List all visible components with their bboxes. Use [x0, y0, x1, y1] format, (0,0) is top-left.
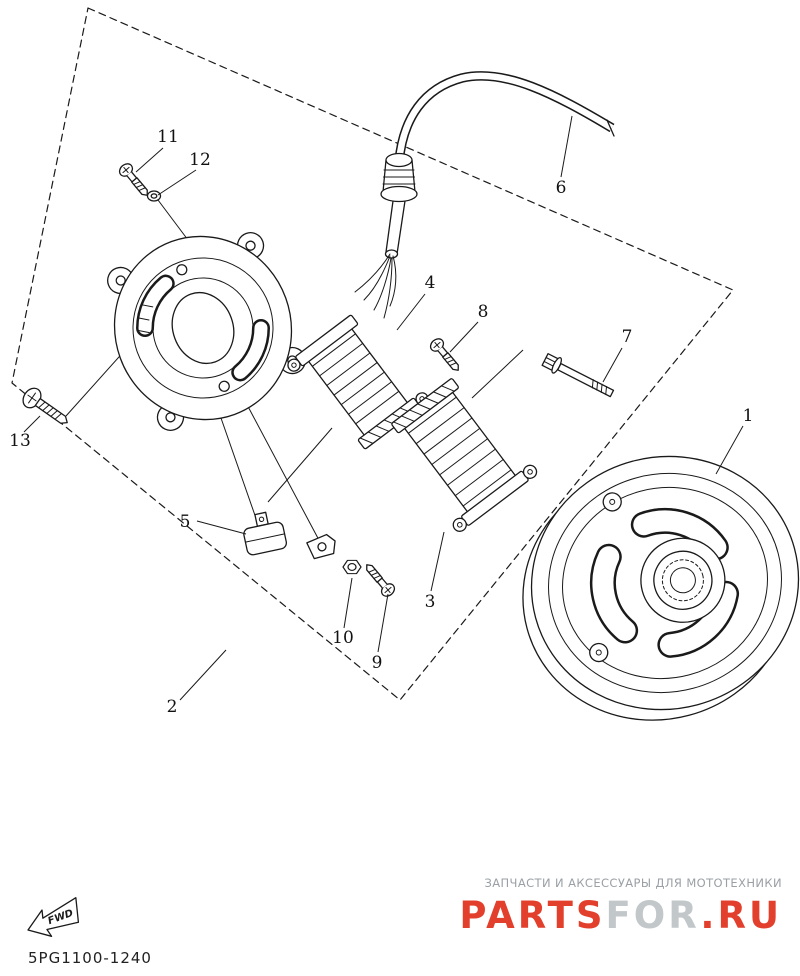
logo-segment-1: PARTS — [459, 894, 606, 937]
lighting-coil — [391, 378, 538, 532]
flywheel-hub — [640, 537, 726, 623]
nut — [342, 559, 362, 575]
logo-segment-3: .RU — [700, 894, 782, 937]
callout-2: 2 — [167, 697, 178, 717]
callout-13: 13 — [9, 431, 31, 451]
callout-12: 12 — [189, 150, 211, 170]
fwd-arrow: FWD — [27, 897, 80, 937]
screw-9 — [360, 559, 398, 600]
callout-8: 8 — [478, 302, 489, 322]
wire-ends — [354, 253, 397, 319]
bolt-7 — [540, 351, 617, 402]
callout-7: 7 — [622, 327, 633, 347]
wire-clamp — [306, 533, 336, 560]
callouts: 1 2 3 4 5 6 7 8 9 10 11 12 13 — [9, 127, 753, 717]
grommet — [380, 152, 418, 259]
callout-4: 4 — [425, 273, 436, 293]
screw-8 — [427, 335, 465, 376]
stator-plate — [107, 232, 306, 431]
watermark: ЗАПЧАСТИ И АКСЕССУАРЫ ДЛЯ МОТОТЕХНИКИ PA… — [459, 876, 782, 934]
callout-3: 3 — [425, 592, 436, 612]
watermark-tagline: ЗАПЧАСТИ И АКСЕССУАРЫ ДЛЯ МОТОТЕХНИКИ — [484, 876, 782, 890]
screw-13 — [18, 384, 74, 432]
callout-11: 11 — [157, 127, 179, 147]
drawing-number: 5PG1100-1240 — [28, 949, 152, 967]
explode-lines — [65, 199, 524, 543]
washer-12 — [146, 190, 162, 202]
wire-harness — [394, 71, 615, 163]
condenser — [243, 511, 288, 556]
callout-10: 10 — [332, 628, 354, 648]
assembly-boundary — [11, 7, 734, 701]
callout-1: 1 — [743, 406, 754, 426]
logo-segment-2: FOR — [605, 894, 701, 937]
source-coil — [287, 314, 429, 450]
screw-11 — [116, 160, 154, 201]
leader-lines — [23, 115, 744, 701]
callout-6: 6 — [556, 178, 567, 198]
flywheel-rotor — [522, 455, 800, 721]
watermark-logo: PARTSFOR.RU — [459, 897, 782, 934]
callout-5: 5 — [180, 512, 191, 532]
callout-9: 9 — [372, 653, 383, 673]
